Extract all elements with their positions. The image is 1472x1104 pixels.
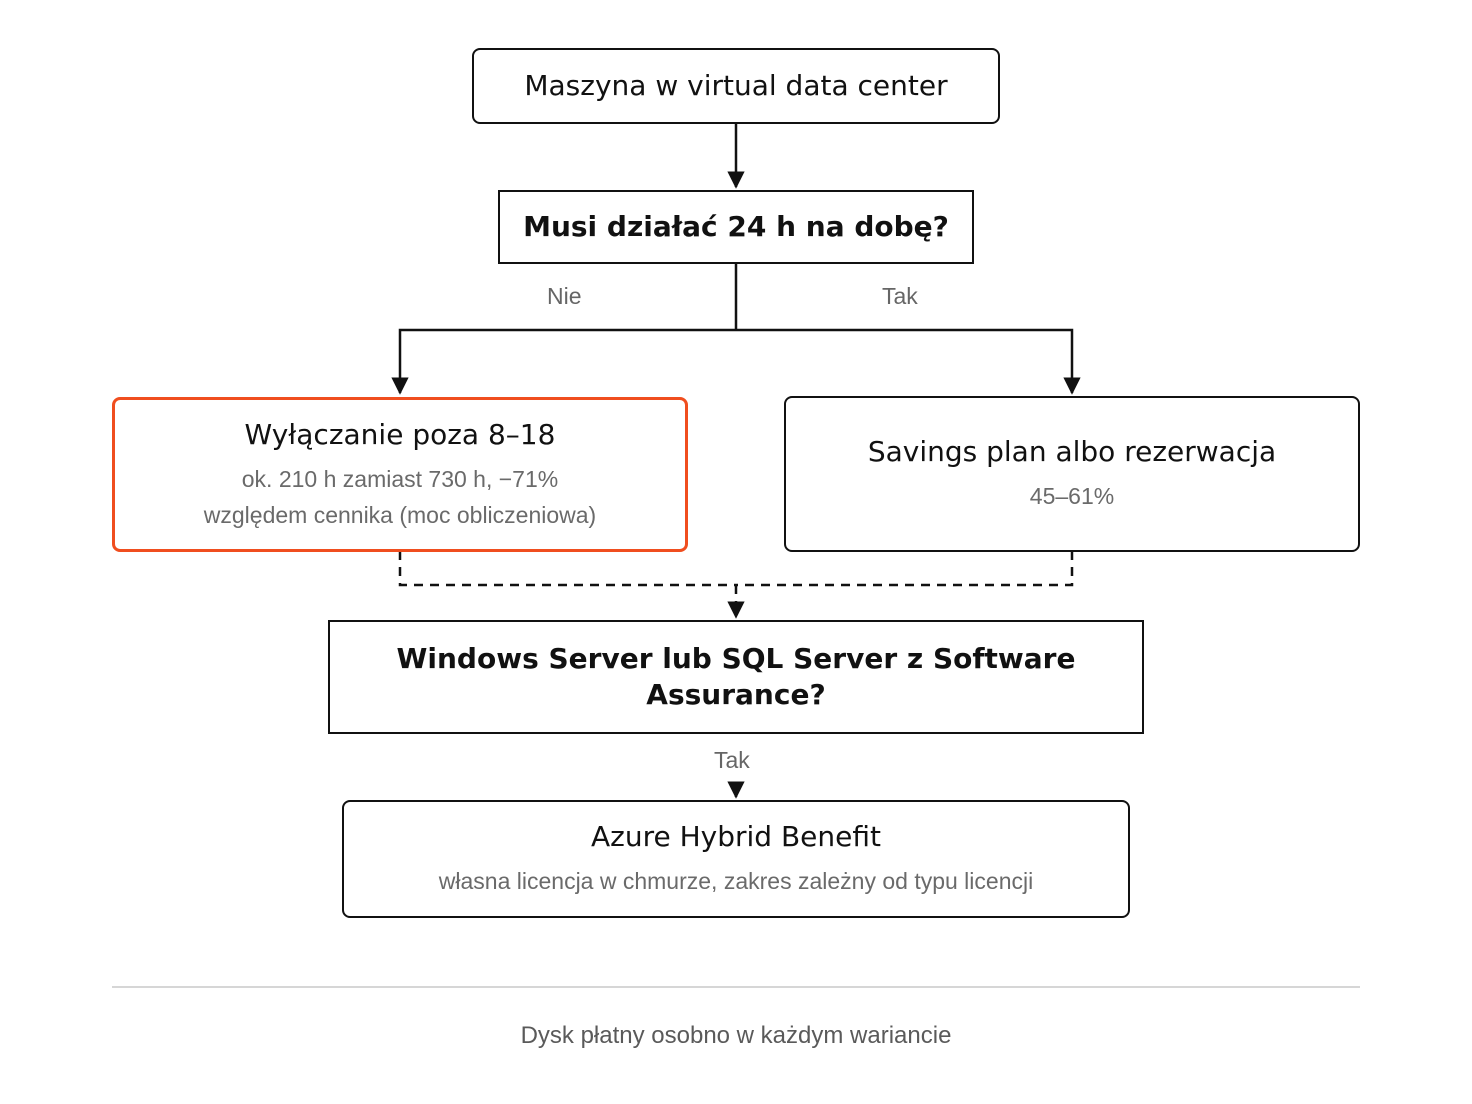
node-shutdown-sub-1: ok. 210 h zamiast 730 h, −71% xyxy=(241,465,559,492)
node-question-license: Windows Server lub SQL Server z Software… xyxy=(328,620,1144,734)
node-savings-plan: Savings plan albo rezerwacja 45–61% xyxy=(784,396,1360,552)
edge-label-yes-2: Tak xyxy=(714,747,750,773)
node-question-license-line-1: Windows Server lub SQL Server z Software xyxy=(396,642,1076,675)
edge-left-to-q2 xyxy=(398,551,736,587)
node-azure-hybrid-benefit: Azure Hybrid Benefit własna licencja w c… xyxy=(342,800,1130,918)
node-azure-title: Azure Hybrid Benefit xyxy=(590,820,881,853)
node-savings-title: Savings plan albo rezerwacja xyxy=(867,435,1277,468)
divider xyxy=(112,986,1360,988)
node-question-24h-title: Musi działać 24 h na dobę? xyxy=(523,210,949,243)
edge-label-yes-1: Tak xyxy=(882,283,918,309)
node-start-title: Maszyna w virtual data center xyxy=(524,69,948,102)
edge-q1-to-right xyxy=(736,328,1081,395)
node-question-24h: Musi działać 24 h na dobę? xyxy=(498,190,974,264)
edge-label-no: Nie xyxy=(547,283,582,309)
node-start: Maszyna w virtual data center xyxy=(472,48,1000,124)
node-shutdown-sub-2: względem cennika (moc obliczeniowa) xyxy=(203,501,597,528)
node-question-license-line-2: Assurance? xyxy=(646,678,826,711)
edge-q1-to-left xyxy=(391,328,736,395)
node-shutdown-title: Wyłączanie poza 8–18 xyxy=(244,417,556,451)
node-azure-sub: własna licencja w chmurze, zakres zależn… xyxy=(438,868,1034,894)
node-shutdown-offhours: Wyłączanie poza 8–18 ok. 210 h zamiast 7… xyxy=(112,397,688,552)
edge-right-to-q2 xyxy=(736,551,1074,587)
footnote: Dysk płatny osobno w każdym wariancie xyxy=(520,1022,952,1049)
node-savings-sub: 45–61% xyxy=(1029,483,1115,509)
